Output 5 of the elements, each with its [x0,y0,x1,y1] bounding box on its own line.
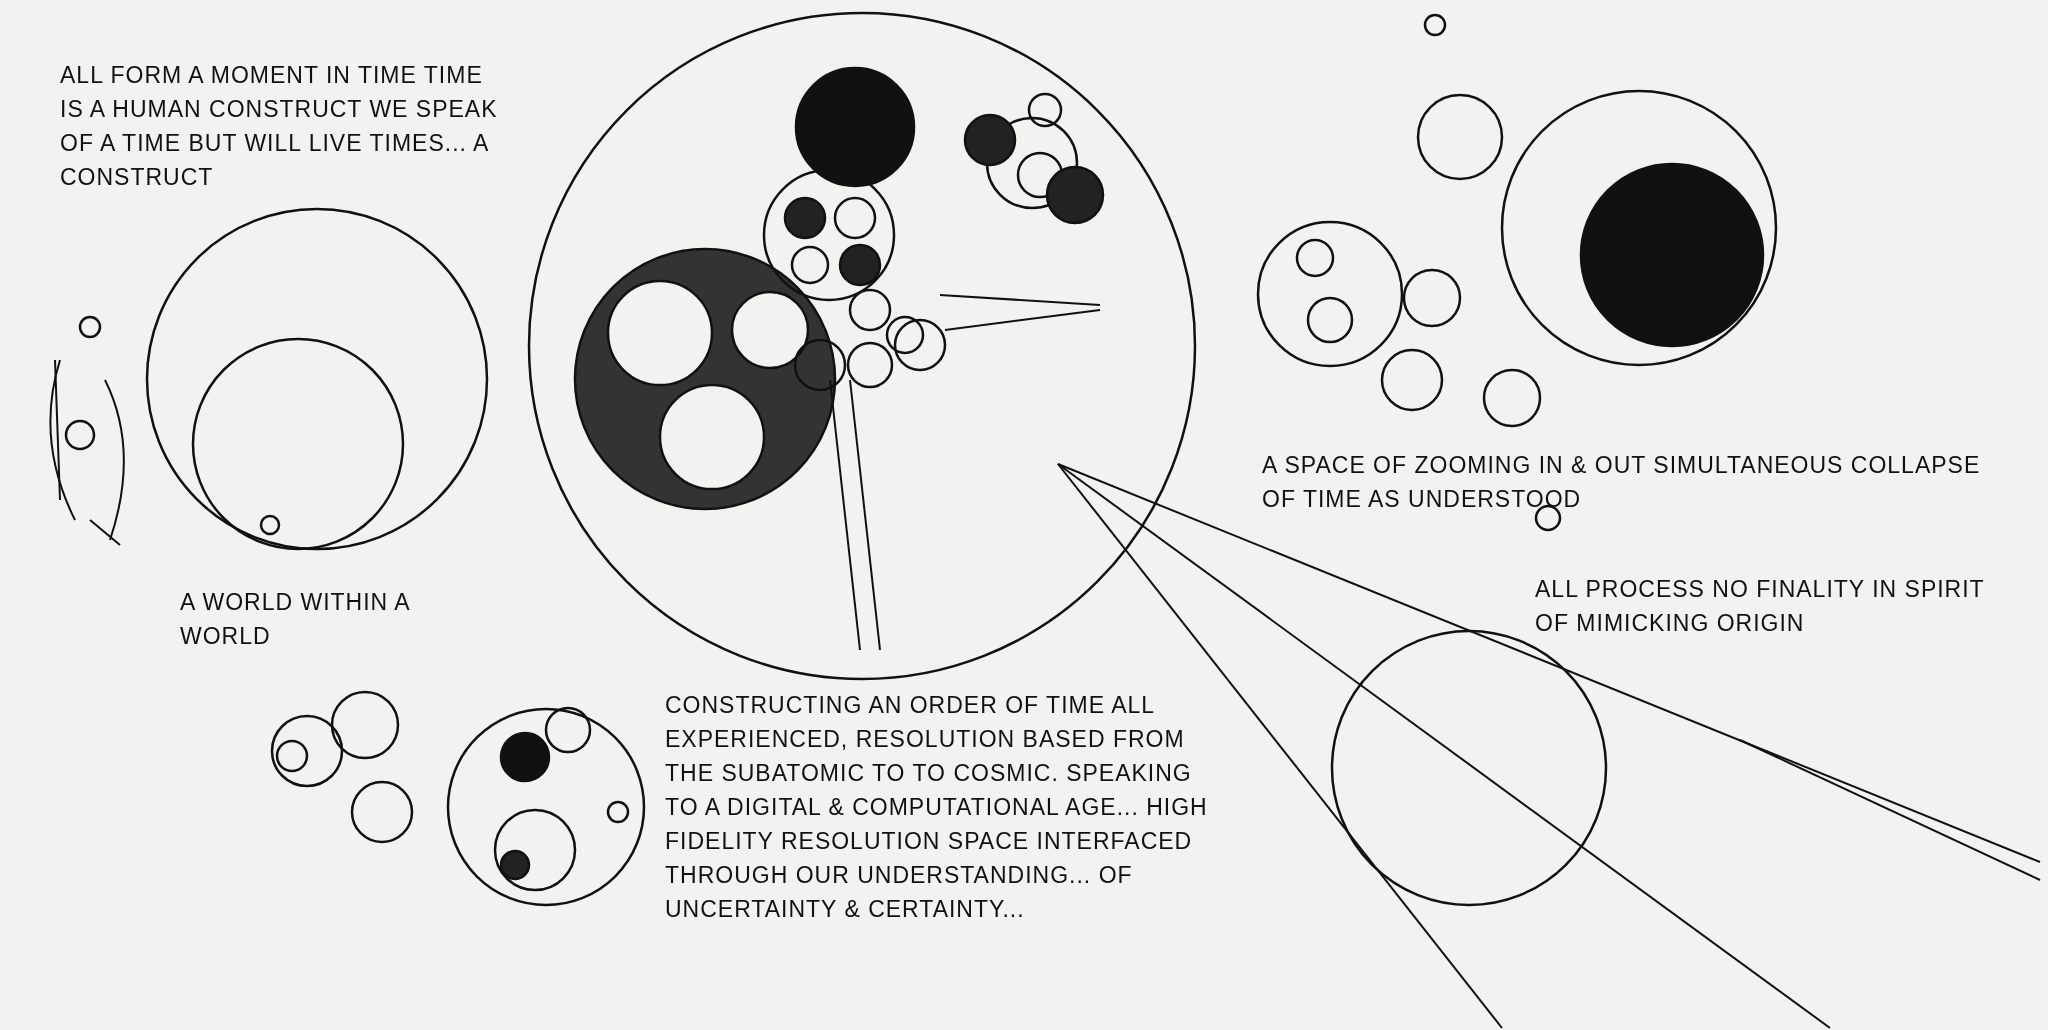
handwritten-note: A WORLD WITHIN A WORLD [180,588,411,651]
handwritten-note: ALL FORM A MOMENT IN TIME TIME IS A HUMAN CONSTRUCT WE SPEAK OF A TIME BUT WILL LIVE TIMES... A CONSTRUCT [60,61,499,192]
handwritten-note: ALL PROCESS NO FINALITY IN SPIRIT OF MIMICKING ORIGIN [1535,575,1986,638]
handwritten-note: A SPACE OF ZOOMING IN & OUT SIMULTANEOUS COLLAPSE OF TIME AS UNDERSTOOD [1262,451,1982,514]
handwritten-note: CONSTRUCTING AN ORDER OF TIME ALL EXPERIENCED, RESOLUTION BASED FROM THE SUBATOMIC TO TO COSMIC. SPEAKING TO A DIGITAL & COMPUTATIONAL AGE... HIGH FIDELITY RESOLUTION SPACE INTERFACED THROUGH OUR UNDERSTANDING... OF UNCERTAINTY & CERTAINTY... [665,691,1209,924]
